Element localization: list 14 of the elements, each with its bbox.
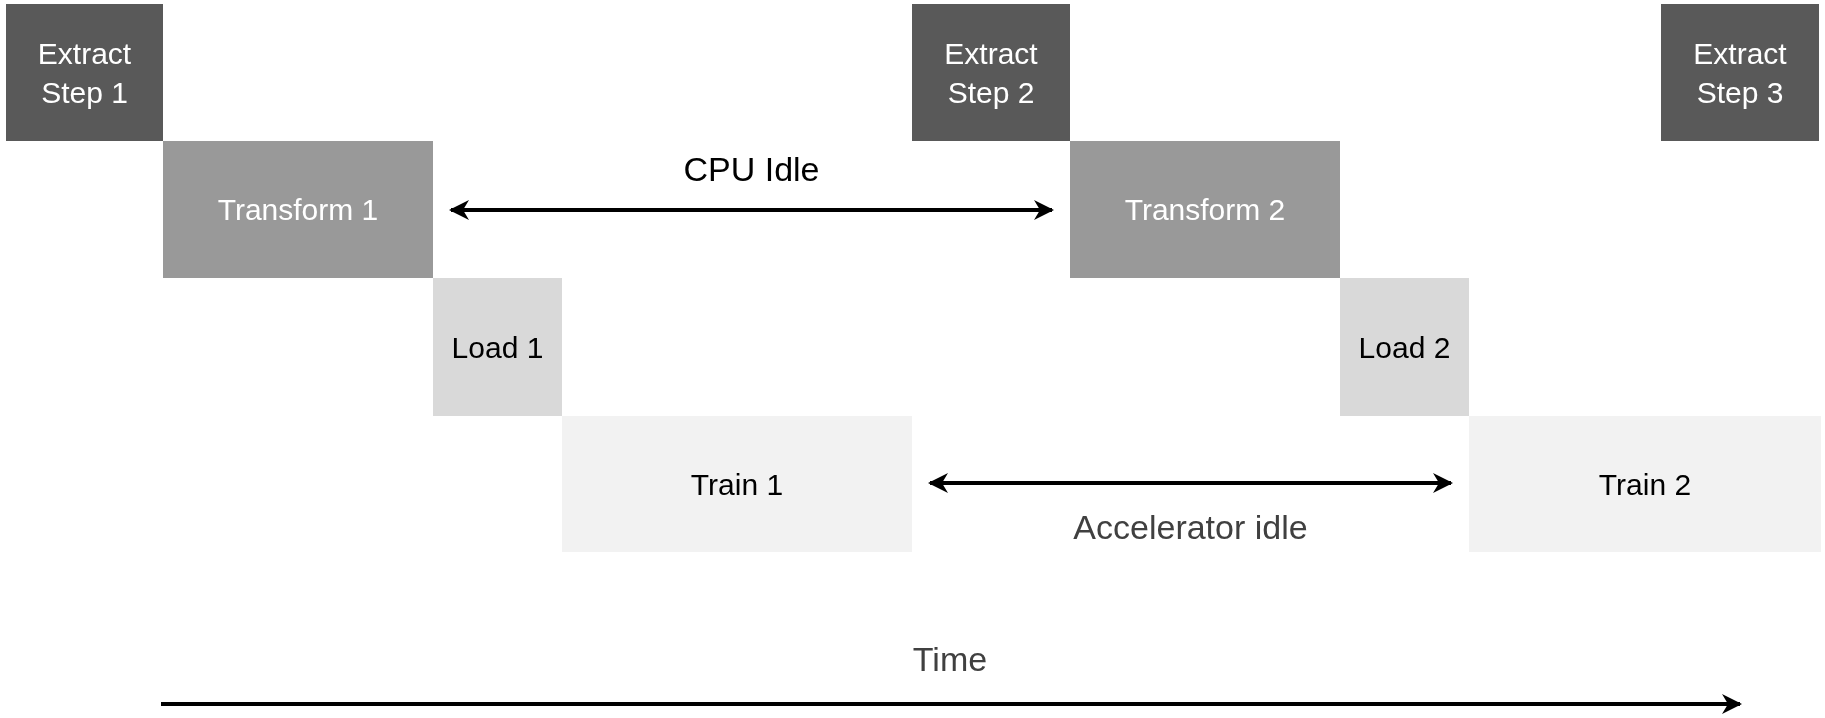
train-step-box: Train 2 <box>1469 416 1821 552</box>
edge-label: CPU Idle <box>683 150 820 189</box>
load-step-box: Load 1 <box>433 278 562 416</box>
extract-step-box: Extract Step 1 <box>6 4 163 141</box>
train-step-box: Train 1 <box>562 416 912 552</box>
extract-step-box: Extract Step 2 <box>912 4 1070 141</box>
edge-label: Accelerator idle <box>1073 508 1308 547</box>
double-arrow <box>449 200 1054 220</box>
axis-label: Time <box>912 640 988 679</box>
load-step-box: Load 2 <box>1340 278 1469 416</box>
extract-step-box: Extract Step 3 <box>1661 4 1819 141</box>
transform-step-box: Transform 1 <box>163 141 433 278</box>
double-arrow <box>928 473 1453 493</box>
transform-step-box: Transform 2 <box>1070 141 1340 278</box>
